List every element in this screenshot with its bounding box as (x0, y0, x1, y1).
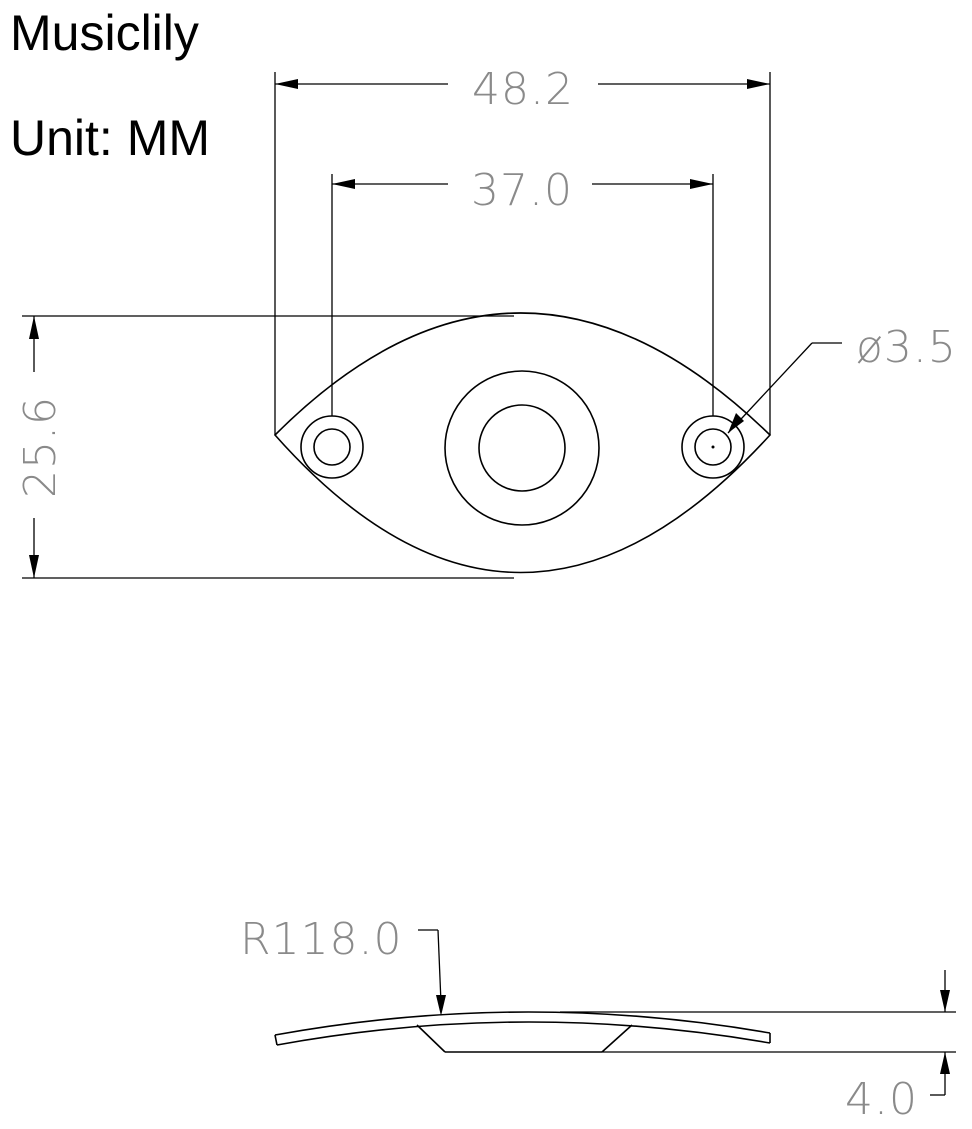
left-screw-hole-outer (300, 415, 364, 479)
height-label: 25.6 (15, 396, 66, 498)
curved-plate-top (274, 1011, 771, 1036)
jack-hole-inner (478, 404, 566, 492)
dimension-overall-width: 48.2 (274, 64, 771, 435)
hole-diameter-label: ø3.5 (856, 322, 957, 373)
dimension-hole-diameter: ø3.5 (727, 322, 957, 434)
dimension-thickness: 4.0 (560, 970, 956, 1125)
overall-width-label: 48.2 (472, 64, 574, 115)
side-view (274, 1011, 771, 1053)
right-screw-hole-inner (694, 428, 732, 466)
brand-name: Musiclily (10, 5, 199, 61)
top-view (273, 312, 772, 574)
jack-boss-right (601, 1024, 633, 1053)
hole-spacing-label: 37.0 (471, 165, 573, 216)
thickness-label: 4.0 (845, 1074, 918, 1125)
left-screw-hole-inner (313, 428, 351, 466)
right-screw-hole-center (711, 445, 715, 449)
dimension-hole-spacing: 37.0 (331, 165, 714, 416)
radius-label: R118.0 (240, 914, 403, 965)
dimension-height: 25.6 (15, 315, 514, 579)
dimension-radius: R118.0 (240, 914, 446, 1016)
jack-boss-left (416, 1024, 446, 1053)
curved-plate-bottom (276, 1021, 771, 1046)
jack-hole-outer (444, 370, 600, 526)
unit-label: Unit: MM (10, 110, 210, 166)
